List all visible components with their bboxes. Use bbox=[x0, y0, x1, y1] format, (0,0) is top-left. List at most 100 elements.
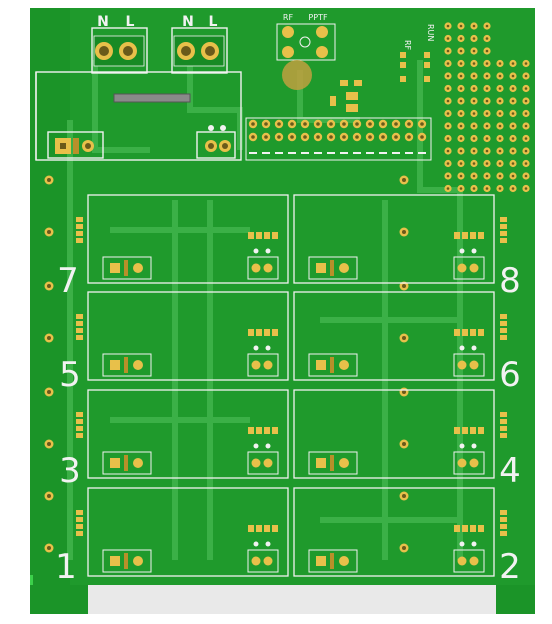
grid-pad-hole bbox=[498, 74, 502, 78]
terminal-label-n-2: N bbox=[182, 14, 194, 30]
pptf-label: PPTF bbox=[308, 13, 328, 22]
header-pin-hole bbox=[251, 135, 255, 139]
header-pin-hole bbox=[394, 122, 398, 126]
header-pin-hole bbox=[394, 135, 398, 139]
grid-pad-hole bbox=[498, 137, 502, 140]
led-marker bbox=[253, 345, 259, 351]
relay-pad-round bbox=[133, 458, 143, 468]
mount-pad-hole bbox=[402, 494, 406, 498]
grid-pad-hole bbox=[459, 49, 463, 53]
relay-pad-bar bbox=[124, 260, 128, 276]
terminal-box bbox=[247, 256, 279, 280]
smd-resistor-pad bbox=[272, 232, 278, 239]
grid-pad-hole bbox=[446, 62, 450, 65]
terminal-pad bbox=[469, 556, 479, 566]
relay-cell-outline bbox=[87, 389, 289, 479]
grid-pad-hole bbox=[485, 24, 489, 28]
grid-pad-hole bbox=[459, 24, 463, 28]
relay-cell-outline bbox=[293, 389, 495, 479]
grid-pad-hole bbox=[472, 162, 476, 165]
terminal-pad bbox=[251, 556, 261, 566]
grid-pad-hole bbox=[472, 174, 476, 178]
grid-pad-hole bbox=[498, 174, 502, 178]
grid-pad-hole bbox=[485, 87, 489, 90]
grid-pad-hole bbox=[446, 149, 450, 153]
side-smd-pad bbox=[500, 314, 507, 319]
smd-resistor-pad bbox=[248, 329, 254, 336]
fuse-strip bbox=[113, 93, 191, 103]
led-marker bbox=[253, 443, 259, 449]
smd-resistor-pad bbox=[462, 329, 468, 336]
side-smd-pad bbox=[76, 231, 83, 236]
terminal-label-l-2: L bbox=[209, 14, 218, 30]
relay-pad-square bbox=[110, 263, 120, 273]
vertical-label-run: RUN bbox=[426, 24, 435, 41]
relay-pad-round bbox=[133, 263, 143, 273]
grid-pad-hole bbox=[511, 149, 515, 153]
grid-pad-hole bbox=[511, 99, 515, 103]
grid-pad-hole bbox=[485, 99, 489, 103]
led-marker bbox=[471, 443, 477, 449]
terminal-label-n-1: N bbox=[97, 14, 109, 30]
led-marker bbox=[459, 541, 465, 547]
grid-pad-hole bbox=[472, 112, 476, 115]
grid-pad-hole bbox=[472, 24, 476, 28]
grid-pad-hole bbox=[459, 74, 463, 78]
grid-pad-hole bbox=[511, 162, 515, 165]
mounting-pad bbox=[282, 60, 312, 90]
smd-resistor-pad bbox=[256, 329, 262, 336]
grid-pad-hole bbox=[472, 149, 476, 153]
smd-resistor-pad bbox=[248, 525, 254, 532]
header-pin-marker bbox=[288, 152, 296, 154]
relay-pad-bar bbox=[330, 553, 334, 569]
relay-pad-bar bbox=[330, 260, 334, 276]
grid-pad-hole bbox=[511, 74, 515, 78]
rf-module-pads bbox=[276, 23, 336, 61]
grid-pad-hole bbox=[524, 137, 528, 140]
terminal-pad bbox=[457, 458, 467, 468]
terminal-pad bbox=[469, 360, 479, 370]
smd-resistor-pad bbox=[248, 427, 254, 434]
mount-pad-hole bbox=[402, 284, 406, 288]
led-marker bbox=[265, 443, 271, 449]
grid-pad-hole bbox=[498, 112, 502, 115]
grid-pad-hole bbox=[446, 137, 450, 140]
channel-number-6: 6 bbox=[499, 355, 521, 395]
relay-connector-box bbox=[102, 451, 152, 475]
header-pin-hole bbox=[368, 122, 372, 126]
rf-label: RF bbox=[283, 13, 294, 22]
grid-pad-hole bbox=[459, 174, 463, 178]
smd-resistor-pad bbox=[454, 329, 460, 336]
grid-pad-hole bbox=[472, 49, 476, 53]
smd-resistor-pad bbox=[478, 232, 484, 239]
grid-pad-hole bbox=[485, 49, 489, 53]
header-pin-hole bbox=[316, 122, 320, 126]
side-smd-pad bbox=[76, 314, 83, 319]
grid-pad-hole bbox=[524, 74, 528, 78]
header-pin-marker bbox=[301, 152, 309, 154]
terminal-box bbox=[247, 353, 279, 377]
grid-pad-hole bbox=[511, 174, 515, 178]
power-connector-left bbox=[55, 138, 94, 154]
grid-pad-hole bbox=[511, 187, 515, 190]
mount-pad-hole bbox=[402, 178, 406, 182]
grid-pad-hole bbox=[446, 112, 450, 115]
terminal-pad bbox=[251, 263, 261, 273]
terminal-pad bbox=[251, 458, 261, 468]
mount-pad-hole bbox=[402, 336, 406, 340]
smd-resistor-pad bbox=[264, 525, 270, 532]
header-pin-hole bbox=[342, 135, 346, 139]
grid-pad-hole bbox=[524, 187, 528, 190]
prototype-dot-grid bbox=[444, 22, 530, 193]
header-pin-marker bbox=[392, 152, 400, 154]
relay-pad-square bbox=[110, 360, 120, 370]
channel-number-7: 7 bbox=[57, 261, 79, 301]
relay-cell-outline bbox=[87, 291, 289, 381]
relay-pad-round bbox=[339, 556, 349, 566]
led-marker bbox=[459, 248, 465, 254]
grid-pad-hole bbox=[498, 149, 502, 153]
smd-resistor-pad bbox=[462, 232, 468, 239]
grid-pad-hole bbox=[459, 149, 463, 153]
header-pin-hole bbox=[251, 122, 255, 126]
relay-pad-bar bbox=[330, 357, 334, 373]
